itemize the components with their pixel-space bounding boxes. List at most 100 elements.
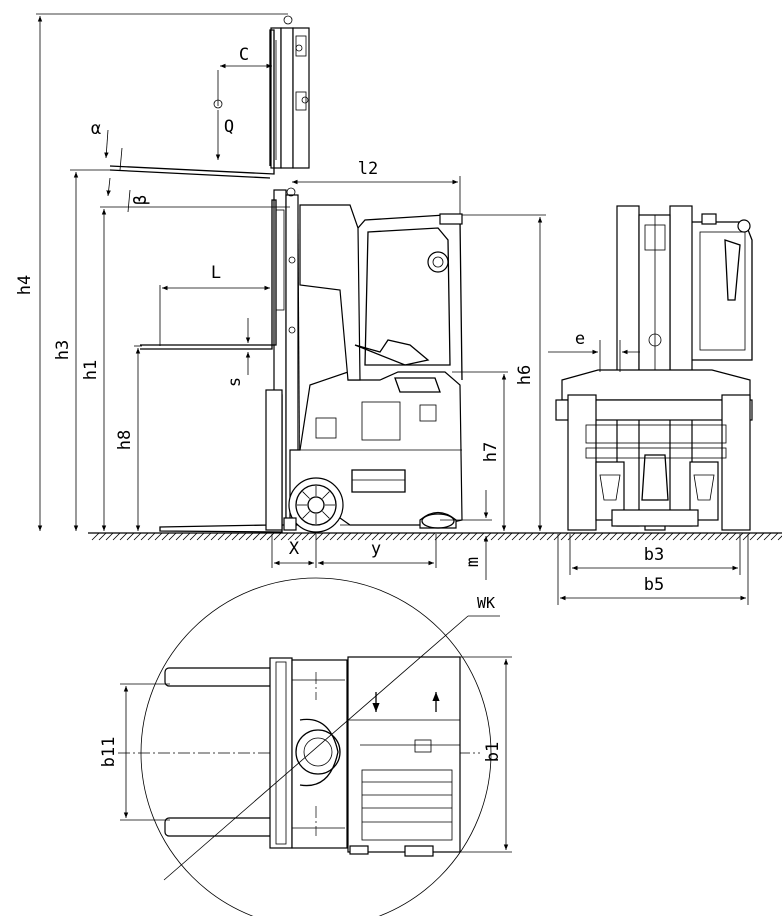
ground-hatch-stroke: [112, 532, 121, 541]
ground-hatch-stroke: [231, 532, 240, 541]
dimension-labels: h4 h3 h1 h8 h6 h7 m C Q α β l2 L s X y e…: [15, 45, 664, 767]
label-c: C: [239, 45, 249, 65]
ground-hatch-stroke: [329, 532, 338, 541]
label-h8: h8: [115, 430, 135, 450]
ground-hatch-stroke: [602, 532, 611, 541]
label-b1: b1: [483, 742, 503, 762]
ground-hatch-stroke: [182, 532, 191, 541]
label-l2: l2: [358, 159, 378, 179]
ground-hatch-stroke: [462, 532, 471, 541]
ground-hatch-stroke: [693, 532, 702, 541]
label-q: Q: [224, 117, 234, 137]
label-wk: WK: [477, 594, 495, 612]
front-view-dimensions: [548, 340, 749, 605]
ground-hatch-stroke: [567, 532, 576, 541]
ground-hatch-stroke: [238, 532, 247, 541]
ground-hatch-stroke: [483, 532, 492, 541]
ground-hatch-stroke: [511, 532, 520, 541]
ground-hatch-stroke: [322, 532, 331, 541]
ground-hatch-stroke: [189, 532, 198, 541]
ground-hatch-stroke: [259, 532, 268, 541]
ground-hatch-stroke: [420, 532, 429, 541]
ground-hatch-stroke: [175, 532, 184, 541]
ground-hatch-stroke: [399, 532, 408, 541]
ground-hatch-stroke: [721, 532, 730, 541]
ground-hatch-stroke: [413, 532, 422, 541]
ground-hatch-stroke: [280, 532, 289, 541]
ground-hatch-stroke: [686, 532, 695, 541]
label-h1: h1: [81, 360, 101, 380]
ground-hatch-stroke: [616, 532, 625, 541]
label-b11: b11: [99, 737, 119, 768]
ground-hatch-stroke: [301, 532, 310, 541]
ground-hatch-stroke: [294, 532, 303, 541]
top-view: [118, 577, 500, 916]
ground-hatch-stroke: [448, 532, 457, 541]
fork-ground: [159, 389, 283, 533]
ground-hatch-stroke: [343, 532, 352, 541]
wheel-spoke: [322, 511, 330, 519]
ground-hatch-stroke: [749, 532, 758, 541]
ground-hatch-stroke: [532, 532, 541, 541]
ground-hatch-stroke: [539, 532, 548, 541]
ground-hatch-stroke: [574, 532, 583, 541]
ground-hatch-stroke: [518, 532, 527, 541]
ground-hatch-stroke: [595, 532, 604, 541]
ground-hatch-stroke: [245, 532, 254, 541]
ground-hatch-stroke: [224, 532, 233, 541]
label-y: y: [371, 539, 381, 559]
ground-hatch-stroke: [476, 532, 485, 541]
ground-hatch-stroke: [609, 532, 618, 541]
ground-hatch-stroke: [756, 532, 765, 541]
side-view-dimensions: [36, 13, 546, 580]
ground-hatch-stroke: [504, 532, 513, 541]
ground-hatch-stroke: [546, 532, 555, 541]
ground-hatch-stroke: [441, 532, 450, 541]
ground-hatch-stroke: [105, 532, 114, 541]
ground-hatch-stroke: [427, 532, 436, 541]
ground-hatch-stroke: [203, 532, 212, 541]
label-m: m: [463, 557, 483, 567]
ground-hatch-stroke: [273, 532, 282, 541]
ground-hatch-stroke: [497, 532, 506, 541]
label-s: s: [225, 377, 245, 387]
ground-hatch-stroke: [364, 532, 373, 541]
raised-carriage: [109, 15, 310, 179]
ground-hatch-stroke: [553, 532, 562, 541]
ground-hatch-stroke: [154, 532, 163, 541]
top-view-dimensions: [120, 656, 512, 853]
label-beta: β: [131, 195, 151, 205]
label-h6: h6: [515, 365, 535, 385]
ground-hatch-stroke: [308, 532, 317, 541]
truck-body: [283, 204, 463, 533]
ground-hatch-stroke: [406, 532, 415, 541]
ground-hatch-stroke: [651, 532, 660, 541]
ground-hatch-stroke: [336, 532, 345, 541]
ground-hatch-stroke: [490, 532, 499, 541]
ground-hatch-stroke: [168, 532, 177, 541]
ground-hatch-stroke: [133, 532, 142, 541]
ground-hatch-stroke: [147, 532, 156, 541]
label-h3: h3: [53, 340, 73, 360]
ground-hatch-stroke: [735, 532, 744, 541]
label-h7: h7: [481, 442, 501, 462]
ground-hatch-stroke: [119, 532, 128, 541]
ground-hatch-stroke: [658, 532, 667, 541]
ground-hatch-stroke: [196, 532, 205, 541]
ground-hatch-stroke: [91, 532, 100, 541]
ground-hatch-stroke: [217, 532, 226, 541]
ground-hatch-stroke: [210, 532, 219, 541]
label-x: X: [289, 539, 300, 559]
ground-hatch-stroke: [630, 532, 639, 541]
ground-hatch-stroke: [665, 532, 674, 541]
ground-hatch-stroke: [637, 532, 646, 541]
ground-hatch-stroke: [588, 532, 597, 541]
label-e: e: [575, 329, 585, 349]
ground-hatch-stroke: [385, 532, 394, 541]
ground-hatch-stroke: [315, 532, 324, 541]
wheel-spoke: [302, 491, 310, 499]
label-l: L: [211, 263, 221, 283]
ground-hatch-stroke: [763, 532, 772, 541]
ground-hatch-stroke: [371, 532, 380, 541]
ground-hatch-stroke: [728, 532, 737, 541]
